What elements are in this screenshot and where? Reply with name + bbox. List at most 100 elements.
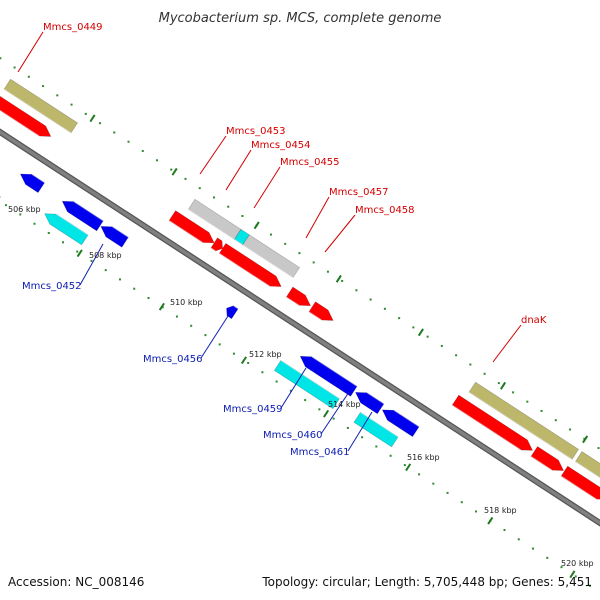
feature-khaki-0449-shape[interactable] <box>3 78 78 134</box>
cds-red-dnak-highlight <box>451 404 522 451</box>
upper-tick-row-minor-tick <box>597 447 600 450</box>
upper-tick-row-minor-tick <box>56 94 59 97</box>
lower-tick-row-minor-tick <box>47 232 50 235</box>
upper-tick-row-minor-tick <box>497 382 500 385</box>
upper-tick-row-minor-tick <box>341 279 344 282</box>
gene-label-mmcs-0454[interactable]: Mmcs_0454 <box>251 140 311 151</box>
cds-red-0455[interactable] <box>218 242 282 287</box>
cds-blue-0452b[interactable] <box>100 226 129 248</box>
feature-khaki-dnak-shape[interactable] <box>468 381 579 460</box>
cds-red-0457-shape[interactable] <box>285 286 312 307</box>
cds-blue-0452b-shape[interactable] <box>100 226 129 248</box>
lower-tick-row-minor-tick <box>332 417 335 420</box>
leader-mmcs-0458 <box>324 214 356 253</box>
upper-tick-row-major-tick <box>89 114 96 123</box>
cds-blue-0461-shape[interactable] <box>381 409 420 438</box>
rna-cyan-0452[interactable] <box>44 213 89 246</box>
cds-blue-0461-highlight <box>393 409 420 428</box>
cds-blue-0456-shape[interactable] <box>226 305 239 320</box>
leader-mmcs-0456 <box>200 315 229 359</box>
scale-label-508kbp: 508 kbp <box>89 251 122 260</box>
upper-tick-row-minor-tick <box>369 298 372 301</box>
cds-red-0449-shape[interactable] <box>0 95 52 137</box>
cds-red-0453[interactable] <box>168 210 215 244</box>
upper-tick-row-minor-tick <box>127 140 130 143</box>
cds-red-0454[interactable] <box>210 237 223 252</box>
cds-red-0457-highlight <box>285 296 300 306</box>
upper-tick-row-minor-tick <box>99 122 102 125</box>
rna-cyan-0461-highlight <box>360 411 399 438</box>
cds-red-3-highlight <box>560 475 597 500</box>
gene-label-mmcs-0461[interactable]: Mmcs_0461 <box>290 447 350 458</box>
lower-tick-row-minor-tick <box>475 510 478 513</box>
feature-layer <box>0 78 600 500</box>
cds-red-0454-shape[interactable] <box>210 237 223 252</box>
cds-red-2[interactable] <box>530 446 565 471</box>
upper-tick-row-minor-tick <box>440 344 443 347</box>
leader-mmcs-0453 <box>199 135 227 175</box>
cds-red-0449[interactable] <box>0 95 52 137</box>
cds-red-dnak-shape[interactable] <box>451 394 534 451</box>
lower-tick-row-major-tick <box>569 570 576 579</box>
cds-red-0453-shape[interactable] <box>168 210 215 244</box>
backbone-line-highlight <box>0 129 600 526</box>
feature-gray-0455-shape[interactable] <box>242 234 301 279</box>
gene-label-mmcs-0452[interactable]: Mmcs_0452 <box>22 281 82 292</box>
gene-label-mmcs-0459[interactable]: Mmcs_0459 <box>223 404 283 415</box>
cds-red-2-highlight <box>530 456 553 471</box>
lower-tick-row-minor-tick <box>19 213 22 216</box>
cds-blue-0452a-shape[interactable] <box>61 200 104 232</box>
gene-label-dnak[interactable]: dnaK <box>521 315 547 326</box>
upper-tick-row-minor-tick <box>0 57 2 60</box>
cds-blue-0461[interactable] <box>381 409 420 438</box>
rna-cyan-0461[interactable] <box>353 411 399 448</box>
cds-red-0458[interactable] <box>308 301 334 321</box>
feature-gray-0455[interactable] <box>242 234 301 279</box>
rna-cyan-0461-shape[interactable] <box>353 411 399 448</box>
backbone-layer <box>0 128 600 527</box>
cds-blue-0459-highlight <box>311 356 358 387</box>
upper-tick-row-minor-tick <box>512 391 515 394</box>
feature-khaki-0449[interactable] <box>3 78 78 134</box>
cds-red-3-shape[interactable] <box>560 465 600 500</box>
cds-blue-0456[interactable] <box>226 305 239 320</box>
gene-label-mmcs-0453[interactable]: Mmcs_0453 <box>226 126 286 137</box>
gene-label-mmcs-0456[interactable]: Mmcs_0456 <box>143 354 203 365</box>
gene-label-mmcs-0458[interactable]: Mmcs_0458 <box>355 205 415 216</box>
upper-tick-row-minor-tick <box>455 354 458 357</box>
gene-label-mmcs-0449[interactable]: Mmcs_0449 <box>43 22 103 33</box>
cds-red-3[interactable] <box>560 465 600 500</box>
feature-khaki-dnak[interactable] <box>468 381 579 460</box>
cds-blue-0460-shape[interactable] <box>355 392 385 415</box>
cds-red-2-shape[interactable] <box>530 446 565 471</box>
feature-gray-0455-highlight <box>242 244 294 279</box>
cds-blue-0452a-highlight <box>73 201 104 222</box>
cds-blue-0452a[interactable] <box>61 200 104 232</box>
tick-layer <box>0 57 600 587</box>
cds-blue-0460[interactable] <box>355 392 385 415</box>
cds-red-0458-shape[interactable] <box>308 301 334 321</box>
rna-cyan-0459[interactable] <box>273 359 340 410</box>
upper-tick-row-minor-tick <box>141 150 144 153</box>
cds-blue-1-shape[interactable] <box>19 173 46 194</box>
upper-tick-row-minor-tick <box>426 335 429 338</box>
upper-tick-row-minor-tick <box>42 85 45 88</box>
scale-label-516kbp: 516 kbp <box>407 453 440 462</box>
scale-label-512kbp: 512 kbp <box>249 350 282 359</box>
lower-tick-row-minor-tick <box>532 547 535 550</box>
cds-red-0457[interactable] <box>285 286 312 307</box>
cds-blue-0459-shape[interactable] <box>299 355 358 397</box>
rna-cyan-0459-shape[interactable] <box>273 359 340 410</box>
cds-blue-1[interactable] <box>19 173 46 194</box>
cds-red-0455-shape[interactable] <box>218 242 282 287</box>
rna-cyan-0452-shape[interactable] <box>44 213 89 246</box>
backbone-line <box>0 128 600 527</box>
feature-khaki-2-shape[interactable] <box>574 451 600 494</box>
lower-tick-row-minor-tick <box>204 334 207 337</box>
gene-label-mmcs-0457[interactable]: Mmcs_0457 <box>329 187 389 198</box>
cds-blue-0459[interactable] <box>299 355 358 397</box>
cds-red-0455-highlight <box>218 252 270 287</box>
cds-red-dnak[interactable] <box>451 394 534 451</box>
gene-label-mmcs-0460[interactable]: Mmcs_0460 <box>263 430 323 441</box>
gene-label-mmcs-0455[interactable]: Mmcs_0455 <box>280 157 340 168</box>
